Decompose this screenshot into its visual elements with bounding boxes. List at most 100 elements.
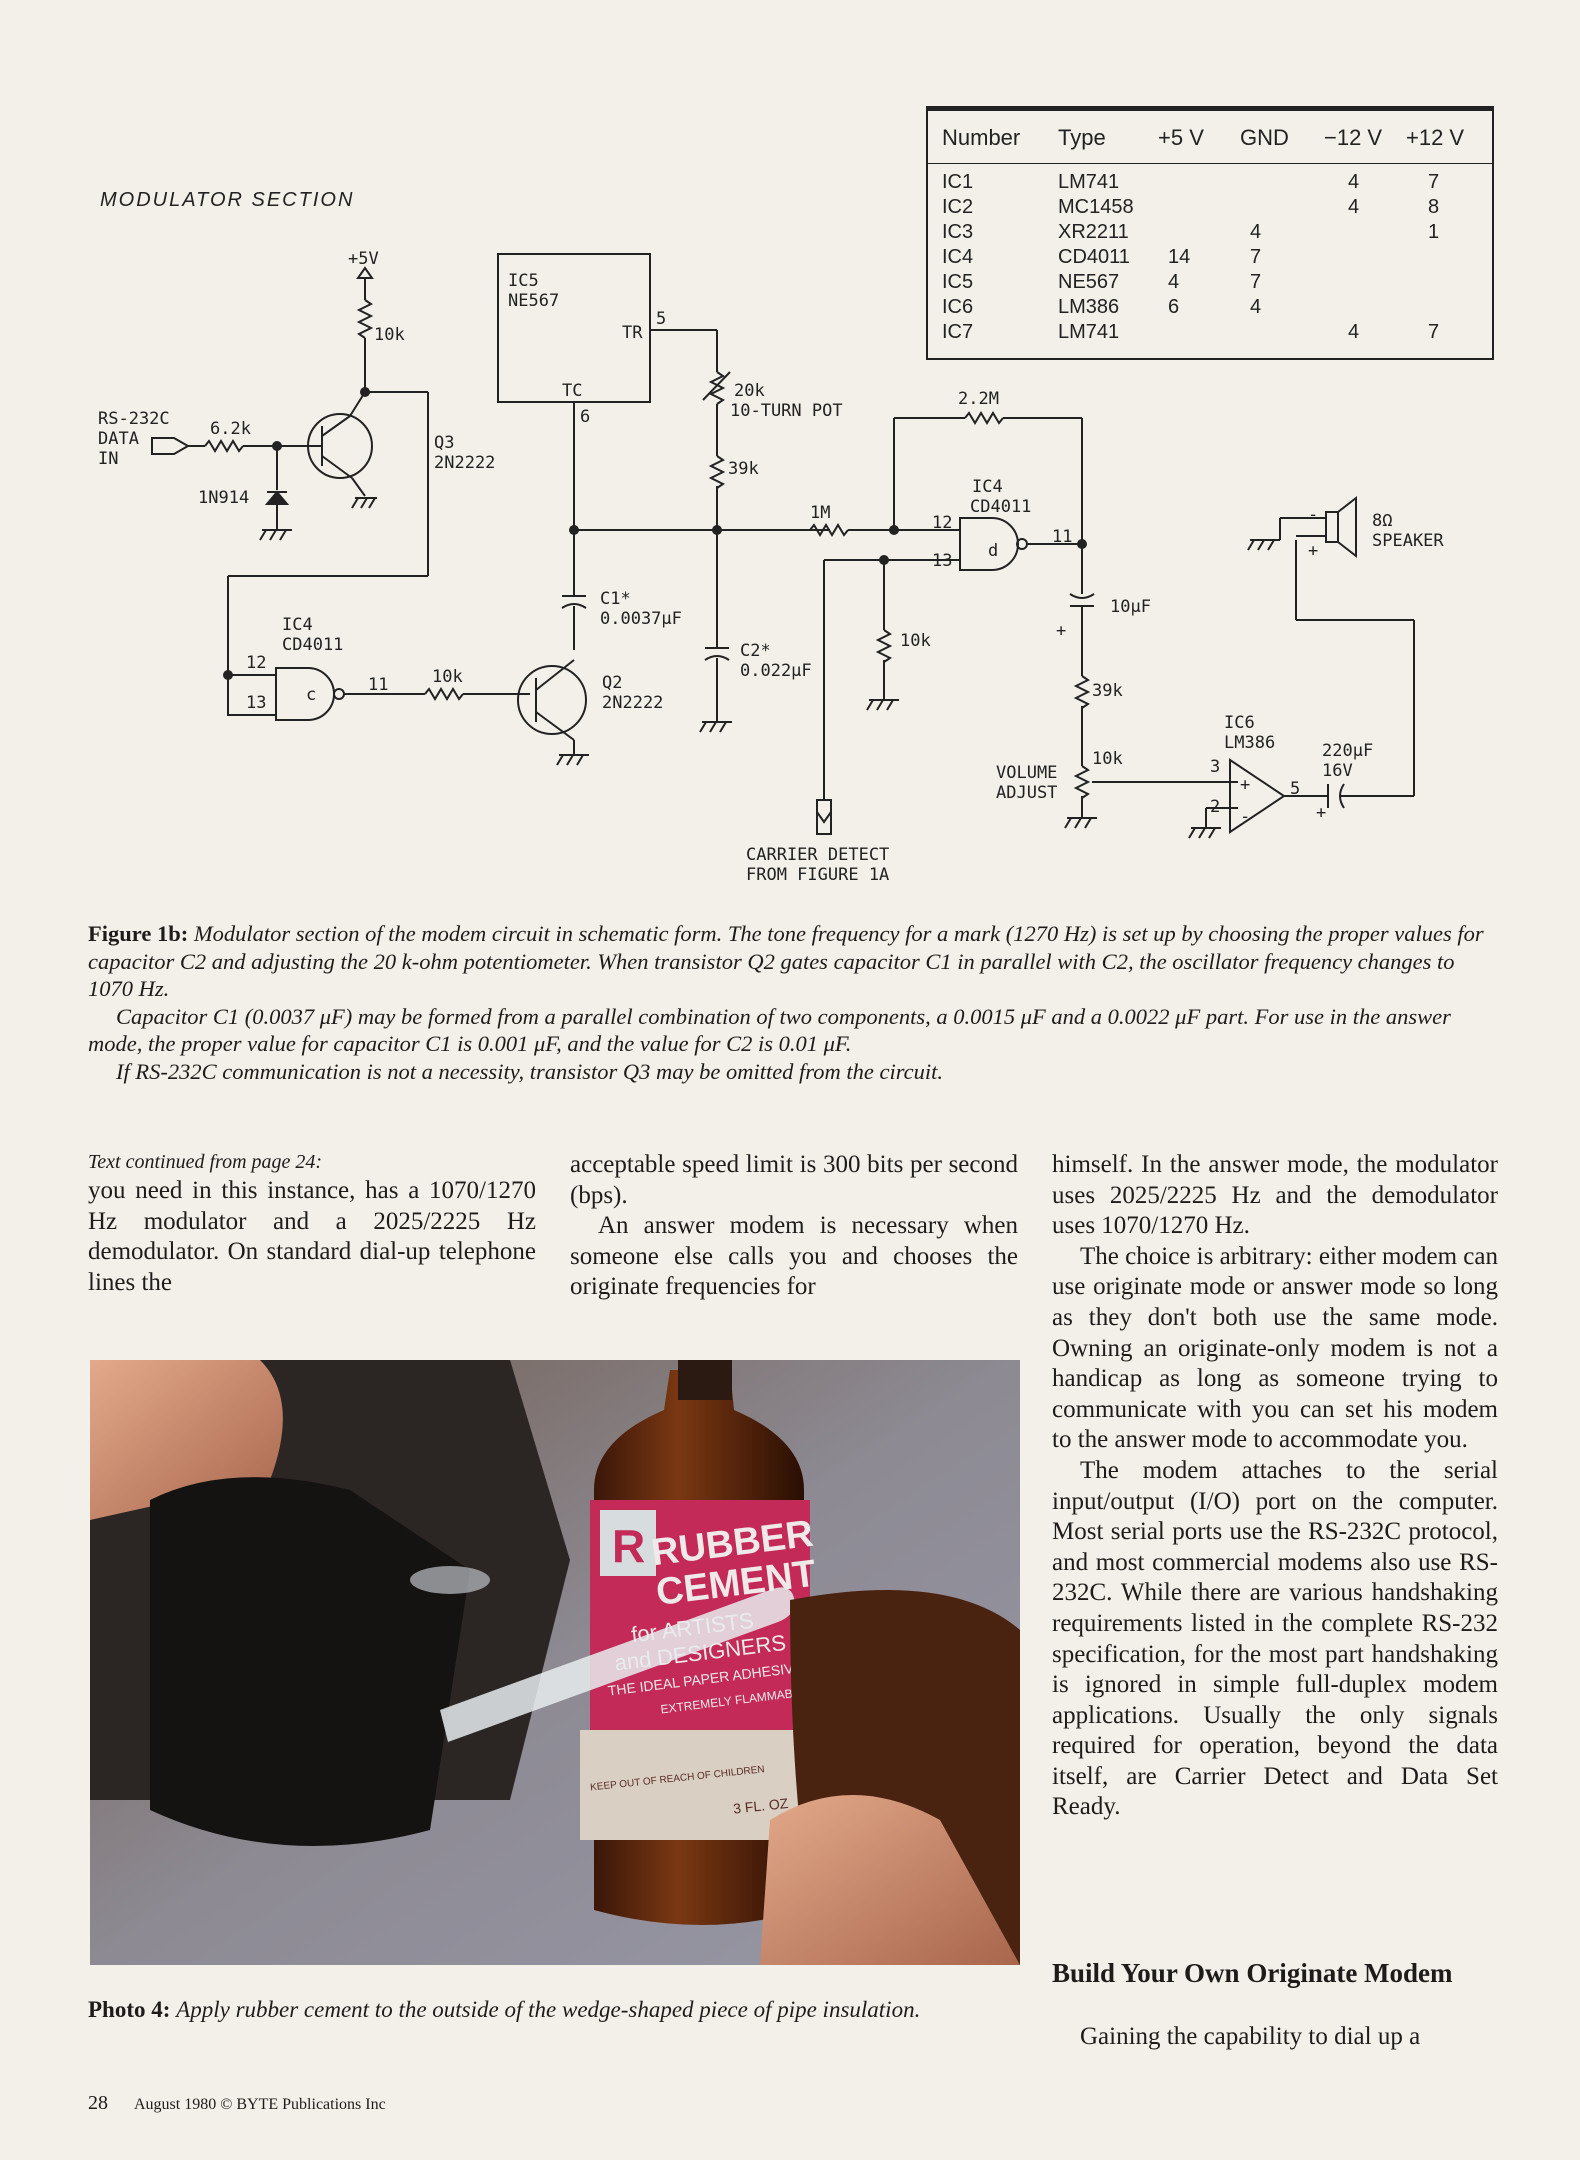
pin-label: 5 — [656, 309, 666, 329]
pin-table-cell: NE567 — [1058, 271, 1120, 293]
pin-table-cell: XR2211 — [1058, 221, 1129, 243]
resistor-label: 6.2k — [210, 419, 251, 439]
transistor-label: 2N2222 — [434, 453, 495, 473]
pin-table-cell: IC5 — [942, 271, 974, 293]
pin-table-cell: 8 — [1428, 196, 1440, 218]
ic-label: NE567 — [508, 291, 559, 311]
column-1: Text continued from page 24: you need in… — [88, 1150, 536, 1298]
capacitor-label: 0.022μF — [740, 661, 812, 681]
transistor-label: Q3 — [434, 433, 454, 453]
photo-image: R RUBBER CEMENT for ARTISTS and DESIGNER… — [90, 1360, 1020, 1965]
body-text: The choice is arbitrary: either modem ca… — [1052, 1242, 1498, 1454]
pot-label: 20k — [734, 381, 765, 401]
pin-table-cell: 7 — [1428, 171, 1440, 193]
gate-label: d — [988, 541, 998, 561]
pin-table-cell: IC6 — [942, 296, 974, 318]
capacitor-label: 0.0037μF — [600, 609, 682, 629]
page-number: 28 — [88, 2092, 108, 2114]
pin-table-cell: 4 — [1348, 321, 1360, 343]
resistor-label: 39k — [728, 459, 759, 479]
figure-label: Figure 1b: — [88, 921, 189, 946]
body-text: himself. In the answer mode, the modulat… — [1052, 1151, 1498, 1240]
pin-table-row: IC7 LM741 4 7 — [928, 321, 1492, 346]
capacitor-label: 16V — [1322, 761, 1353, 781]
col-header: Type — [1058, 125, 1106, 150]
logo-letter: R — [612, 1520, 645, 1572]
body-text: you need in this instance, has a 1070/12… — [88, 1177, 536, 1296]
photo-caption-text: Apply rubber cement to the outside of th… — [176, 1997, 921, 2022]
col-header: −12 V — [1324, 125, 1383, 150]
diode-label: 1N914 — [198, 488, 249, 508]
pin-table-cell: IC2 — [942, 196, 974, 218]
photo-caption: Photo 4: Apply rubber cement to the outs… — [88, 1995, 1012, 2024]
pin-label: 2 — [1210, 797, 1220, 817]
page-footer: 28 August 1980 © BYTE Publications Inc — [88, 2092, 386, 2115]
pin-label: 13 — [932, 551, 952, 571]
body-text: The modem attaches to the serial input/o… — [1052, 1456, 1498, 1821]
body-text: An answer modem is necessary when someon… — [570, 1212, 1018, 1301]
pin-table-cell: 7 — [1428, 321, 1440, 343]
pin-table-cell: IC3 — [942, 221, 974, 243]
pin-table-cell: 7 — [1250, 246, 1262, 268]
speaker-label: 8Ω — [1372, 511, 1392, 531]
ic-label: IC4 — [282, 615, 313, 635]
pin-table-cell: CD4011 — [1058, 246, 1130, 268]
modulator-schematic: MODULATOR SECTION +5V 10k RS-232C DATA I… — [98, 189, 1444, 885]
rs232-label: RS-232C — [98, 409, 170, 429]
polarity-label: + — [1240, 775, 1250, 795]
pin-table-cell: IC1 — [942, 171, 974, 193]
pin-label: 12 — [246, 653, 266, 673]
plus5v-label: +5V — [348, 249, 379, 269]
pin-table-cell: 4 — [1168, 271, 1180, 293]
pin-table-cell: MC1458 — [1058, 196, 1134, 218]
volume-label: ADJUST — [996, 783, 1057, 803]
photo-rubber-cement: R RUBBER CEMENT for ARTISTS and DESIGNER… — [90, 1360, 1020, 1965]
pin-label: 5 — [1290, 779, 1300, 799]
ic-label: IC5 — [508, 271, 539, 291]
pin-table-cell: IC7 — [942, 321, 974, 343]
transistor-label: 2N2222 — [602, 693, 663, 713]
section-heading: Build Your Own Originate Modem — [1052, 1958, 1453, 1988]
pin-label: 11 — [1052, 527, 1072, 547]
col-header: +12 V — [1406, 125, 1465, 150]
pin-table-cell: IC4 — [942, 246, 974, 268]
pin-label: 11 — [368, 675, 388, 695]
resistor-label: 1M — [810, 503, 830, 523]
pin-table-cell: LM386 — [1058, 296, 1120, 318]
pin-label: TR — [622, 323, 643, 343]
label-text: 3 FL. OZ — [732, 1795, 789, 1817]
pin-table-cell: LM741 — [1058, 171, 1120, 193]
capacitor-label: 220μF — [1322, 741, 1373, 761]
pot-label: 10-TURN POT — [730, 401, 843, 421]
caption-text: Capacitor C1 (0.0037 μF) may be formed f… — [88, 1003, 1451, 1057]
footer-text: August 1980 © BYTE Publications Inc — [134, 2096, 386, 2113]
col-header: Number — [942, 125, 1021, 150]
body-text: Gaining the capability to dial up a — [1080, 2023, 1421, 2050]
continued-note: Text continued from page 24: — [88, 1151, 323, 1173]
pin-table-cell: 4 — [1250, 296, 1262, 318]
rs232-label: DATA — [98, 429, 139, 449]
transistor-label: Q2 — [602, 673, 622, 693]
col-header: +5 V — [1158, 125, 1204, 150]
resistor-label: 39k — [1092, 681, 1123, 701]
resistor-label: 10k — [374, 325, 405, 345]
pin-label: 3 — [1210, 757, 1220, 777]
speaker-label: SPEAKER — [1372, 531, 1444, 551]
pin-table-cell: 4 — [1348, 196, 1360, 218]
column-3: himself. In the answer mode, the modulat… — [1052, 1150, 1498, 1823]
caption-text: Modulator section of the modem circuit i… — [88, 921, 1484, 1001]
resistor-label: 10k — [1092, 749, 1123, 769]
resistor-label: 2.2M — [958, 389, 999, 409]
pin-label: TC — [562, 381, 582, 401]
pin-label: 13 — [246, 693, 266, 713]
ic-label: CD4011 — [282, 635, 343, 655]
volume-label: VOLUME — [996, 763, 1057, 783]
pin-table-cell: 4 — [1250, 221, 1262, 243]
ic-label: IC4 — [972, 477, 1003, 497]
pin-table-cell: LM741 — [1058, 321, 1120, 343]
